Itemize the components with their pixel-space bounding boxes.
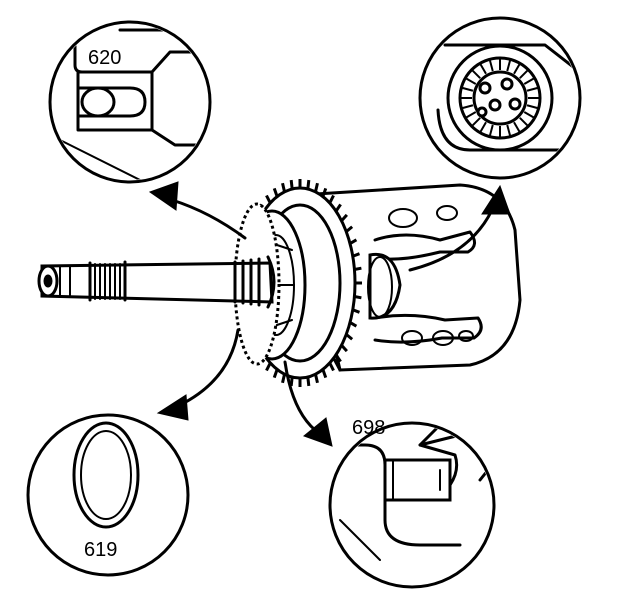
callout-698: 698	[328, 417, 496, 589]
callout-620: 620	[48, 20, 212, 184]
output-shaft	[37, 255, 276, 309]
part-detail-620	[54, 24, 208, 180]
arrow-to-619	[156, 328, 240, 421]
arrow-to-698	[283, 360, 333, 447]
callout-619: 619	[26, 413, 190, 577]
transmission-shaft-drum-assembly	[37, 179, 522, 387]
arrow-to-hub	[408, 184, 511, 272]
callout-hub	[418, 16, 582, 180]
callout-label-620: 620	[88, 47, 121, 69]
callout-label-698: 698	[352, 417, 385, 439]
leader-arrows	[148, 181, 511, 447]
splined-hub-detail	[436, 43, 578, 152]
callout-label-619: 619	[84, 539, 117, 561]
arrow-to-620	[148, 181, 247, 240]
seal-ring-detail	[72, 421, 140, 529]
